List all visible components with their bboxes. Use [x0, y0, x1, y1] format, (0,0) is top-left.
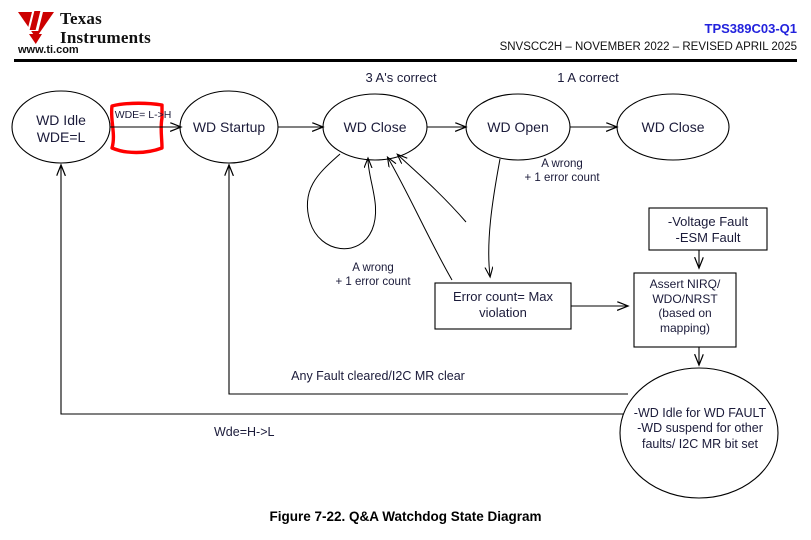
- ti-logo: Texas Instruments: [18, 9, 151, 47]
- state-diagram-graphics: [11, 90, 779, 499]
- document-revision-line: SNVSCC2H – NOVEMBER 2022 – REVISED APRIL…: [499, 41, 797, 53]
- ti-website-url[interactable]: www.ti.com: [18, 44, 79, 56]
- edge-label-any-fault-cleared: Any Fault cleared/I2C MR clear: [291, 369, 465, 383]
- header-divider: [14, 59, 797, 62]
- figure-caption: Figure 7-22. Q&A Watchdog State Diagram: [269, 509, 542, 524]
- edge-wde-high-low-to-idle: [61, 166, 624, 415]
- edge-open-to-errorbox: [489, 158, 501, 276]
- node-fault-state-circle-shape[interactable]: [619, 367, 779, 499]
- state-diagram: WD Idle WDE=L WD Startup WD Close WD Ope…: [0, 62, 811, 540]
- node-error-count-box-shape[interactable]: [434, 282, 572, 330]
- node-wd-open-shape[interactable]: [465, 93, 571, 161]
- edge-label-wde-low-high: WDE= L->H: [114, 109, 172, 121]
- node-fault-box-shape[interactable]: [648, 207, 768, 251]
- node-wd-close-1-shape[interactable]: [322, 93, 428, 161]
- edge-label-1-a-correct: 1 A correct: [557, 70, 619, 85]
- a-wrong-right-line1: A wrong: [541, 158, 583, 170]
- ti-logo-instruments: Instruments: [60, 28, 151, 47]
- edge-label-3-as-correct: 3 A's correct: [365, 70, 437, 85]
- edge-label-a-wrong-left: A wrong + 1 error count: [311, 262, 435, 290]
- ti-logo-texas: Texas: [60, 9, 102, 28]
- highlight-wde-transition: [109, 101, 164, 155]
- part-number: TPS389C03-Q1: [704, 21, 798, 36]
- node-wd-idle-shape[interactable]: [11, 90, 111, 164]
- node-wd-close-2-shape[interactable]: [616, 93, 730, 161]
- page-header: Texas Instruments www.ti.com TPS389C03-Q…: [0, 0, 811, 62]
- a-wrong-left-line1: A wrong: [352, 262, 394, 274]
- edge-label-a-wrong-right: A wrong + 1 error count: [497, 158, 627, 186]
- ti-logo-mark-icon: [18, 9, 54, 44]
- node-assert-box-shape[interactable]: [633, 272, 737, 348]
- node-wd-startup-shape[interactable]: [179, 90, 279, 164]
- a-wrong-right-line2: + 1 error count: [524, 171, 600, 184]
- edge-return-to-close1: [398, 155, 467, 223]
- edge-close1-self-loop: [306, 153, 377, 250]
- edge-label-wde-high-low: Wde=H->L: [214, 425, 275, 439]
- a-wrong-left-line2: + 1 error count: [335, 275, 411, 288]
- edge-fault-cleared-to-startup: [229, 166, 628, 395]
- edge-errorbox-to-close1: [388, 158, 453, 281]
